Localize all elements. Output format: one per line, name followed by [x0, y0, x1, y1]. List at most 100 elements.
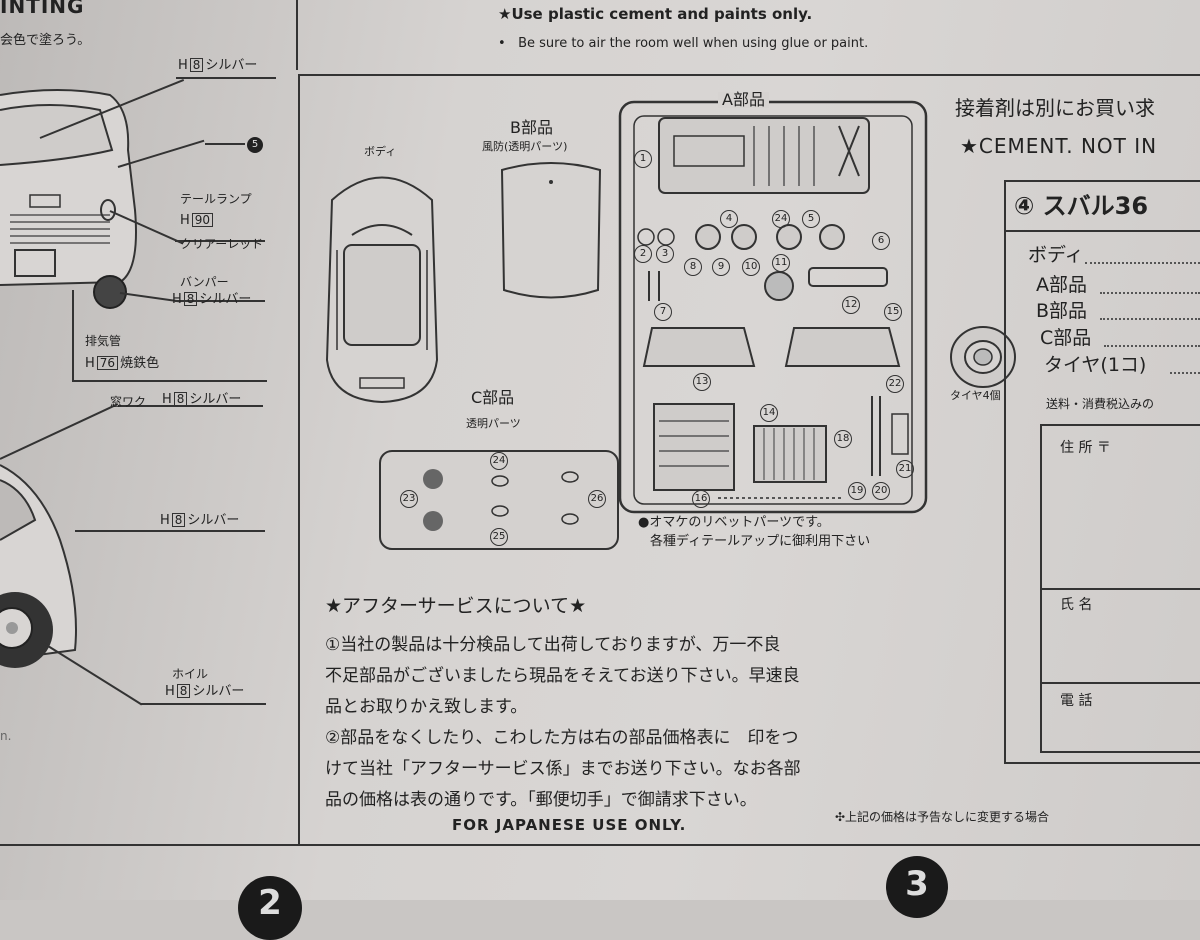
painting-subheading-fragment: 会色で塗ろう。: [0, 33, 91, 48]
a-part-number: 14: [760, 404, 778, 422]
order-form-header: [1006, 182, 1200, 232]
leader-line: [175, 300, 265, 302]
c-part-number: 25: [490, 528, 508, 546]
after-service-line: 品とお取りかえ致します。: [325, 697, 528, 717]
order-row-leader: [1104, 345, 1200, 347]
air-note-text: Be sure to air the room well when using …: [518, 36, 869, 51]
order-row-label: タイヤ(1コ): [1044, 354, 1147, 376]
paint-label-wheel: ホイル: [172, 667, 209, 681]
b-part-subtitle: 風防(透明パーツ): [482, 140, 568, 153]
c-part-subtitle: 透明パーツ: [466, 417, 521, 430]
order-row-leader: [1100, 292, 1200, 294]
leader-line: [72, 290, 74, 380]
tire-part-drawing: [950, 326, 1016, 388]
cut-off-text: n.: [0, 729, 12, 743]
a-part-number: 22: [886, 375, 904, 393]
b-part-title: B部品: [510, 118, 553, 137]
leader-line: [141, 703, 266, 705]
a-part-number: 19: [848, 482, 866, 500]
paint-code-box: 8: [176, 684, 191, 698]
paint-code-box: 8: [171, 513, 186, 527]
paint-label-clear-red: クリアーレッド: [180, 237, 264, 251]
a-part-number: 13: [693, 373, 711, 391]
paint-label-tail-lamp: テールランプ: [180, 192, 252, 206]
order-form-title: ④ スバル36: [1014, 192, 1149, 220]
paint-label-window-frame: 窓ワク: [110, 395, 147, 409]
c-part-number: 26: [588, 490, 606, 508]
after-service-line: 品の価格は表の通りです。「郵便切手」で御請求下さい。: [325, 790, 757, 810]
a-part-number: 4: [720, 210, 738, 228]
paint-code-box: 8: [173, 392, 188, 406]
a-part-number: 20: [872, 482, 890, 500]
order-row-label: A部品: [1036, 274, 1087, 296]
leader-line: [118, 405, 263, 407]
paint-code-box: 76: [96, 356, 119, 370]
car-rear-illustration: [0, 89, 137, 668]
bullet-icon: •: [498, 36, 519, 51]
c-part-number: 24: [490, 452, 508, 470]
paint-code-box: 8: [189, 58, 204, 72]
page-number-right: 3: [886, 856, 948, 918]
center-panel-top-border: [298, 74, 1200, 76]
address-box: [1040, 424, 1200, 753]
paint-code-box: 8: [183, 292, 198, 306]
order-row-label: ボディ: [1028, 244, 1084, 266]
a-part-number: 12: [842, 296, 860, 314]
a-part-number: 18: [834, 430, 852, 448]
a-part-number: 21: [896, 460, 914, 478]
c-part-number: 23: [400, 490, 418, 508]
leader-line: [205, 143, 245, 145]
page-number-left: 2: [238, 876, 302, 940]
a-part-number: 15: [884, 303, 902, 321]
cement-sold-separately-jp: 接着剤は別にお買い求: [955, 96, 1155, 120]
after-service-line: ①当社の製品は十分検品して出荷しておりますが、万一不良: [325, 635, 781, 655]
order-row-leader: [1085, 262, 1200, 264]
windshield-part-drawing: [500, 162, 602, 299]
address-divider: [1042, 588, 1200, 590]
price-change-note: ✣上記の価格は予告なしに変更する場合: [835, 810, 1050, 824]
a-part-number: 7: [654, 303, 672, 321]
order-row-label: B部品: [1036, 300, 1088, 322]
body-part-drawing: [325, 176, 439, 404]
a-part-number: 6: [872, 232, 890, 250]
leader-line: [175, 240, 265, 242]
callout-number-5: 5: [247, 137, 263, 153]
c-part-title: C部品: [471, 388, 515, 407]
tire-label: タイヤ4個: [950, 389, 1001, 402]
after-service-line: ②部品をなくしたり、こわした方は右の部品価格表に 印をつ: [325, 728, 799, 748]
order-row-leader: [1170, 372, 1200, 374]
body-part-label: ボディ: [364, 145, 397, 158]
phone-label: 電 話: [1060, 693, 1093, 709]
c-part-sprue: [379, 450, 619, 550]
after-service-line: 不足部品がございましたら現品をそえてお送り下さい。早速良: [325, 666, 800, 686]
a-part-number: 10: [742, 258, 760, 276]
order-form: ④ スバル36: [1004, 180, 1200, 764]
center-panel-left-border: [298, 75, 300, 845]
a-part-number: 3: [656, 245, 674, 263]
a-part-number: 9: [712, 258, 730, 276]
cement-not-included-en: ★CEMENT. NOT IN: [960, 134, 1158, 158]
address-label: 住 所 〒: [1060, 440, 1111, 456]
painting-heading-fragment: INTING: [0, 0, 85, 18]
japanese-use-only: FOR JAPANESE USE ONLY.: [452, 816, 687, 834]
a-part-sprue: [618, 100, 928, 514]
a-part-number: 16: [692, 490, 710, 508]
a-part-number: 11: [772, 254, 790, 272]
paint-code-box: 90: [191, 213, 214, 227]
leader-line: [75, 530, 265, 532]
a-part-number: 5: [802, 210, 820, 228]
a-part-number: 1: [634, 150, 652, 168]
name-label: 氏 名: [1060, 597, 1093, 613]
a-part-number: 24: [772, 210, 790, 228]
a-part-number: 8: [684, 258, 702, 276]
rivet-note-line-1: ●オマケのリベットパーツです。: [638, 515, 830, 530]
air-note: • Be sure to air the room well when usin…: [498, 37, 868, 50]
name-divider: [1042, 682, 1200, 684]
